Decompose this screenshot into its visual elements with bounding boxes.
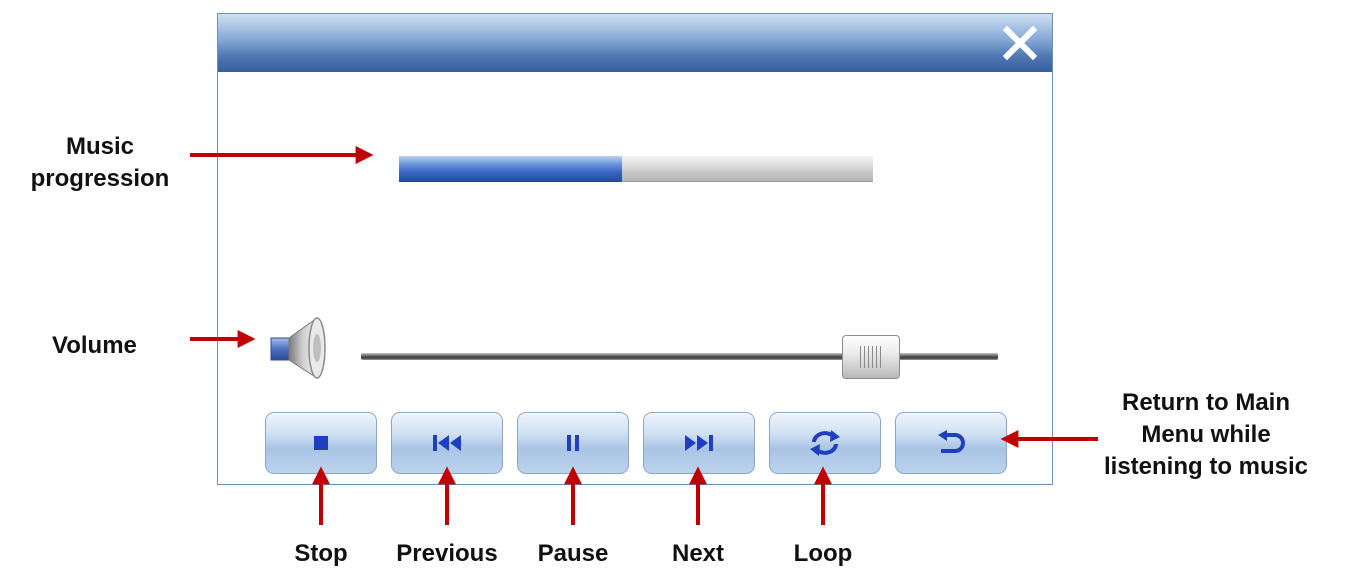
stop-icon: [314, 436, 328, 450]
label-music-progression-line2: progression: [30, 165, 170, 192]
speaker-icon: [270, 317, 326, 379]
volume-slider-thumb[interactable]: [842, 335, 900, 379]
volume-slider-track[interactable]: [361, 353, 998, 360]
label-previous: Previous: [396, 540, 498, 567]
label-pause: Pause: [537, 540, 609, 567]
close-button[interactable]: [1002, 25, 1038, 61]
music-progress-bar[interactable]: [399, 156, 873, 182]
pause-icon: [567, 435, 579, 451]
loop-button[interactable]: [769, 412, 881, 474]
label-loop: Loop: [793, 540, 853, 567]
music-progress-fill: [399, 156, 622, 182]
label-stop: Stop: [294, 540, 348, 567]
label-music-progression: Music progression: [10, 131, 190, 195]
label-return-line2: Menu while: [1141, 421, 1271, 448]
label-music-progression-line1: Music: [65, 133, 134, 160]
loop-icon: [810, 430, 840, 456]
music-player-window: [217, 13, 1053, 485]
return-icon: [938, 430, 965, 453]
title-bar: [218, 14, 1052, 72]
close-icon: [1002, 25, 1038, 61]
label-return-line1: Return to Main: [1122, 389, 1290, 416]
return-button[interactable]: [895, 412, 1007, 474]
label-next: Next: [671, 540, 725, 567]
label-volume: Volume: [52, 332, 137, 359]
speaker-button[interactable]: [267, 314, 333, 382]
label-return: Return to Main Menu while listening to m…: [1072, 387, 1340, 483]
previous-button[interactable]: [391, 412, 503, 474]
next-button[interactable]: [643, 412, 755, 474]
stop-button[interactable]: [265, 412, 377, 474]
slider-grip-icon: [860, 346, 882, 368]
next-icon: [685, 435, 713, 451]
previous-icon: [433, 435, 461, 451]
label-return-line3: listening to music: [1103, 453, 1309, 480]
pause-button[interactable]: [517, 412, 629, 474]
playback-controls: [265, 412, 1007, 474]
